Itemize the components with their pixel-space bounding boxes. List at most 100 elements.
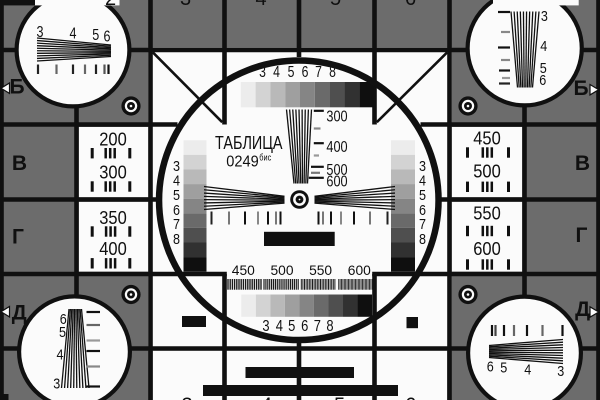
left-stair-label: 3 [173,158,180,175]
wedge-frequency-label: 600 [326,173,347,190]
corner-wedge-line [36,42,112,49]
corner-wedge-line [488,351,564,354]
left-grayscale-step [183,169,207,185]
right-stair-label: 3 [419,158,426,175]
frequency-value: 550 [473,204,501,224]
column-digit-bottom: 6 [405,394,416,400]
right-grayscale-step [391,227,415,243]
row-letter-right: Г [576,224,588,247]
top-scale-label: 5 [288,64,295,81]
burst-label: 500 [270,263,293,278]
center-left-wedge-line [203,200,285,204]
frequency-value: 500 [473,162,501,182]
corner-wedge-line [513,11,520,88]
freq-dash-triple [113,181,116,192]
freq-dash-single [507,181,510,192]
center-left-wedge-line [203,198,285,201]
right-grayscale-step [391,242,415,258]
row-letter-left: В [12,152,27,175]
corner-wedge-line [488,354,564,359]
freq-dash-triple [486,259,489,270]
freq-dash-single [90,226,94,237]
freq-dash-single [466,259,469,270]
column-digit-top: 6 [405,0,416,10]
row-letter-left: Д [12,302,27,325]
bottom-scale-label: 6 [301,318,308,335]
corner-wedge-label: 3 [557,363,564,380]
frequency-value: 300 [99,163,127,183]
right-grayscale-step [391,213,415,228]
lower-left-black-bar [182,316,206,327]
corner-wedge-label: 5 [500,359,507,376]
freq-dash-triple [108,148,112,159]
freq-dash-triple [113,148,116,159]
bottom-grayscale-step [328,294,344,317]
freq-cell-left-bottom [78,201,149,272]
corner-wedge-label: 4 [70,25,77,42]
corner-wedge-label: 4 [57,347,64,364]
freq-dash-single [507,147,510,158]
freq-dash-single [507,259,510,270]
right-stair-label: 5 [419,187,426,204]
right-stair-label: 6 [419,202,426,219]
row-letter-right: Б [573,77,588,100]
corner-wedge-label: 6 [104,29,111,46]
freq-dash-single [128,181,132,192]
card-title: ТАБЛИЦА [215,133,283,153]
row-letter-right: Д [575,298,590,321]
freq-dash-single [90,148,94,159]
column-digit-top: 5 [330,0,341,10]
row-letter-right: В [575,152,590,175]
freq-dash-single [128,148,132,159]
bottom-scale-label: 7 [314,318,321,335]
corner-wedge-line [522,11,525,88]
corner-wedge-line [36,52,112,54]
left-grayscale-step [183,257,207,272]
center-right-wedge-line [314,200,396,204]
lower-right-black-square [406,317,418,329]
left-grayscale-step [183,198,207,214]
frequency-value: 450 [473,129,501,149]
corner-wedge-line [80,308,90,389]
freq-dash-triple [490,181,494,192]
corner-wedge-label: 3 [37,24,44,41]
wedge-frequency-label: 400 [326,139,347,156]
center-vertical-wedge-line [295,109,300,184]
right-grayscale-step [391,257,415,272]
bottom-grayscale-step [357,294,373,317]
right-stair-label: 8 [419,231,426,248]
top-scale-label: 3 [259,64,266,81]
right-grayscale-step [391,198,415,214]
row-letter-left: Г [12,226,24,249]
left-stair-label: 4 [173,173,180,190]
corner-wedge-line [519,11,524,88]
left-stair-label: 7 [173,216,180,233]
freq-dash-triple [109,226,112,237]
center-vertical-wedge-line [288,109,297,184]
top-grayscale-step [285,82,300,108]
bottom-grayscale-step [284,294,300,317]
right-stair-label: 4 [419,173,426,190]
column-digit-top: 3 [180,0,191,10]
left-grayscale-step [183,154,207,170]
left-grayscale-step [183,140,207,155]
corner-wedge-line [66,308,73,389]
corner-wedge-label: 5 [59,324,66,341]
corner-wedge-line [525,11,528,88]
freq-dash-triple [108,181,112,192]
corner-wedge-line [36,54,112,60]
circle [129,104,133,108]
column-digit-top: 4 [255,0,266,10]
top-grayscale-step [359,82,374,108]
center-left-wedge-line [203,202,285,211]
convergence-marker-icon [458,284,478,305]
freq-dash-triple [490,259,494,270]
freq-dash-triple [486,225,489,237]
burst-label: 450 [232,263,255,278]
corner-wedge-line [36,50,112,53]
top-edge-black-sliver [0,0,35,6]
corner-wedge-line [526,11,531,88]
circle [466,293,470,296]
